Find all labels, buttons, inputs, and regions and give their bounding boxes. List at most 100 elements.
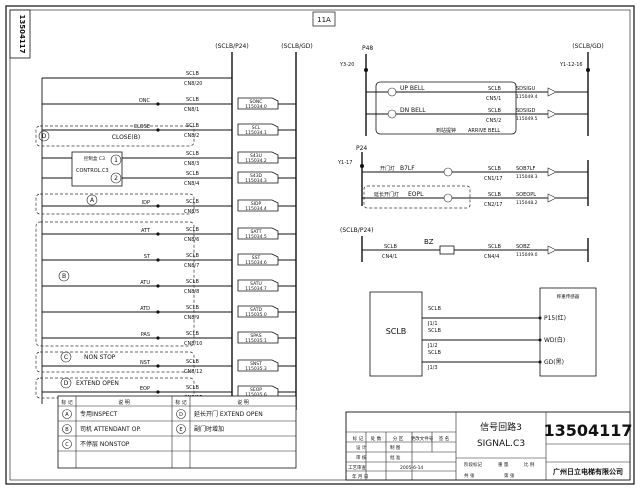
signal-tag bbox=[237, 253, 279, 266]
row-label: PAS bbox=[141, 332, 150, 338]
mark-e-circle bbox=[60, 377, 72, 389]
sob7lf-part: 115048.3 bbox=[516, 174, 538, 180]
cn4-4-label: CN4/4 bbox=[484, 254, 499, 260]
p15-label: P15(红) bbox=[544, 314, 566, 322]
open-lamp-cn: 开门灯 bbox=[380, 165, 395, 172]
signal-part: 115034.0 bbox=[245, 104, 267, 110]
signal-part: 115035.1 bbox=[245, 338, 267, 344]
mark-b: B bbox=[62, 273, 66, 280]
legend-mark: E bbox=[179, 427, 182, 433]
control-node-1-label: 1 bbox=[114, 157, 118, 164]
tb-mark: 标 记 bbox=[353, 435, 364, 442]
signal-part: 115034.5 bbox=[245, 234, 267, 240]
switch-contact-icon bbox=[156, 204, 160, 208]
switch-contact-icon bbox=[156, 284, 160, 288]
p48-label: P48 bbox=[362, 45, 373, 52]
mark-a: A bbox=[90, 197, 95, 204]
j1-1-label: J1/1 bbox=[427, 321, 438, 327]
row-sclb: SCLB bbox=[186, 199, 199, 205]
legend-mark: D bbox=[179, 412, 183, 418]
signal-tag bbox=[237, 227, 279, 240]
drawing-number: 13504117 bbox=[543, 421, 632, 440]
j1-1-sclb: SCLB bbox=[428, 306, 441, 312]
dn-bell-sclb: SCLB bbox=[488, 108, 501, 114]
close-b-label: CLOSE(B) bbox=[112, 134, 140, 141]
row-cn: CN8/4 bbox=[184, 181, 199, 187]
legend-mark-circle bbox=[62, 439, 72, 449]
tb-process: 工艺审查 bbox=[348, 464, 366, 471]
j1-3-sclb: SCLB bbox=[428, 350, 441, 356]
row-label: CLOSE bbox=[134, 124, 150, 130]
signal-code: SST bbox=[252, 255, 261, 261]
legend-header-desc-2: 说 明 bbox=[237, 399, 249, 406]
tb-count: 处 数 bbox=[371, 435, 382, 442]
dn-bell-cn: CN5/2 bbox=[486, 118, 501, 124]
eopl-lamp-icon bbox=[443, 193, 453, 203]
row-label: ONC bbox=[139, 98, 151, 104]
control-node-2 bbox=[110, 172, 122, 184]
j1-2-sclb: SCLB bbox=[428, 328, 441, 334]
tb-scale: 比 例 bbox=[524, 461, 535, 468]
legend-mark-circle bbox=[62, 409, 72, 419]
row-cn: CN8/9 bbox=[184, 315, 199, 321]
mark-b-circle bbox=[58, 270, 70, 282]
tb-check: 审 核 bbox=[356, 454, 367, 461]
bus-left-p24-label: (SCLB/P24) bbox=[215, 43, 248, 50]
signal-code: SNST bbox=[250, 361, 262, 367]
arrive-bell-en: ARRIVE BELL bbox=[468, 128, 500, 134]
company-name: 广州日立电梯有限公司 bbox=[553, 467, 623, 476]
row-sclb: SCLB bbox=[186, 385, 199, 391]
title-block bbox=[345, 411, 631, 481]
tb-weight: 重 量 bbox=[498, 461, 509, 468]
row-sclb: SCLB bbox=[186, 253, 199, 259]
group-c-box bbox=[35, 351, 195, 373]
wd-node bbox=[538, 338, 542, 342]
up-bell-label: UP BELL bbox=[400, 85, 425, 92]
legend-mark: B bbox=[65, 427, 69, 433]
signal-code: S43U bbox=[250, 153, 262, 159]
row-label: IDP bbox=[142, 200, 150, 206]
bz-output-icon bbox=[547, 245, 557, 255]
outer-border bbox=[5, 5, 635, 485]
y1-12-16-label: Y1-12-16 bbox=[559, 62, 583, 68]
eopl-label: EOPL bbox=[408, 191, 424, 198]
signal-part: 115035.0 bbox=[245, 312, 267, 318]
signal-code: S43D bbox=[250, 173, 263, 179]
signal-code: SONC bbox=[250, 99, 263, 105]
gd-label: GD(黑) bbox=[544, 359, 564, 366]
row-cn: CN8/3 bbox=[184, 161, 199, 167]
group-b-box bbox=[35, 221, 195, 347]
j1-3-label: J1/3 bbox=[427, 365, 438, 371]
sobz-code: SOBZ bbox=[516, 244, 531, 250]
gd-node bbox=[586, 68, 590, 72]
legend-desc: 副门时增加 bbox=[194, 425, 224, 433]
title-cn: 信号回路3 bbox=[480, 421, 522, 433]
switch-contact-icon bbox=[156, 232, 160, 236]
switch-contact-icon bbox=[156, 258, 160, 262]
row-cn: CN8/8 bbox=[184, 289, 199, 295]
row-cn: CN8/5 bbox=[184, 209, 199, 215]
legend-desc: 延长开门 EXTEND OPEN bbox=[194, 410, 263, 418]
p24-node bbox=[360, 164, 364, 168]
b7lf-label: B7LF bbox=[400, 165, 415, 172]
eopl-sclb: SCLB bbox=[488, 192, 501, 198]
non-stop-label: NON STOP bbox=[84, 354, 116, 361]
dn-bell-label: DN BELL bbox=[400, 107, 426, 114]
mark-d-circle bbox=[38, 130, 50, 142]
row-sclb: SCLB bbox=[186, 97, 199, 103]
row-label: NST bbox=[140, 360, 151, 366]
switch-contact-icon bbox=[156, 128, 160, 132]
page-id-box bbox=[312, 11, 336, 27]
tb-approve: 批 准 bbox=[390, 454, 401, 461]
legend-mark-circle bbox=[176, 409, 186, 419]
bz-label: BZ bbox=[424, 238, 434, 246]
switch-contact-icon bbox=[156, 310, 160, 314]
signal-code: SPAS bbox=[250, 333, 261, 339]
